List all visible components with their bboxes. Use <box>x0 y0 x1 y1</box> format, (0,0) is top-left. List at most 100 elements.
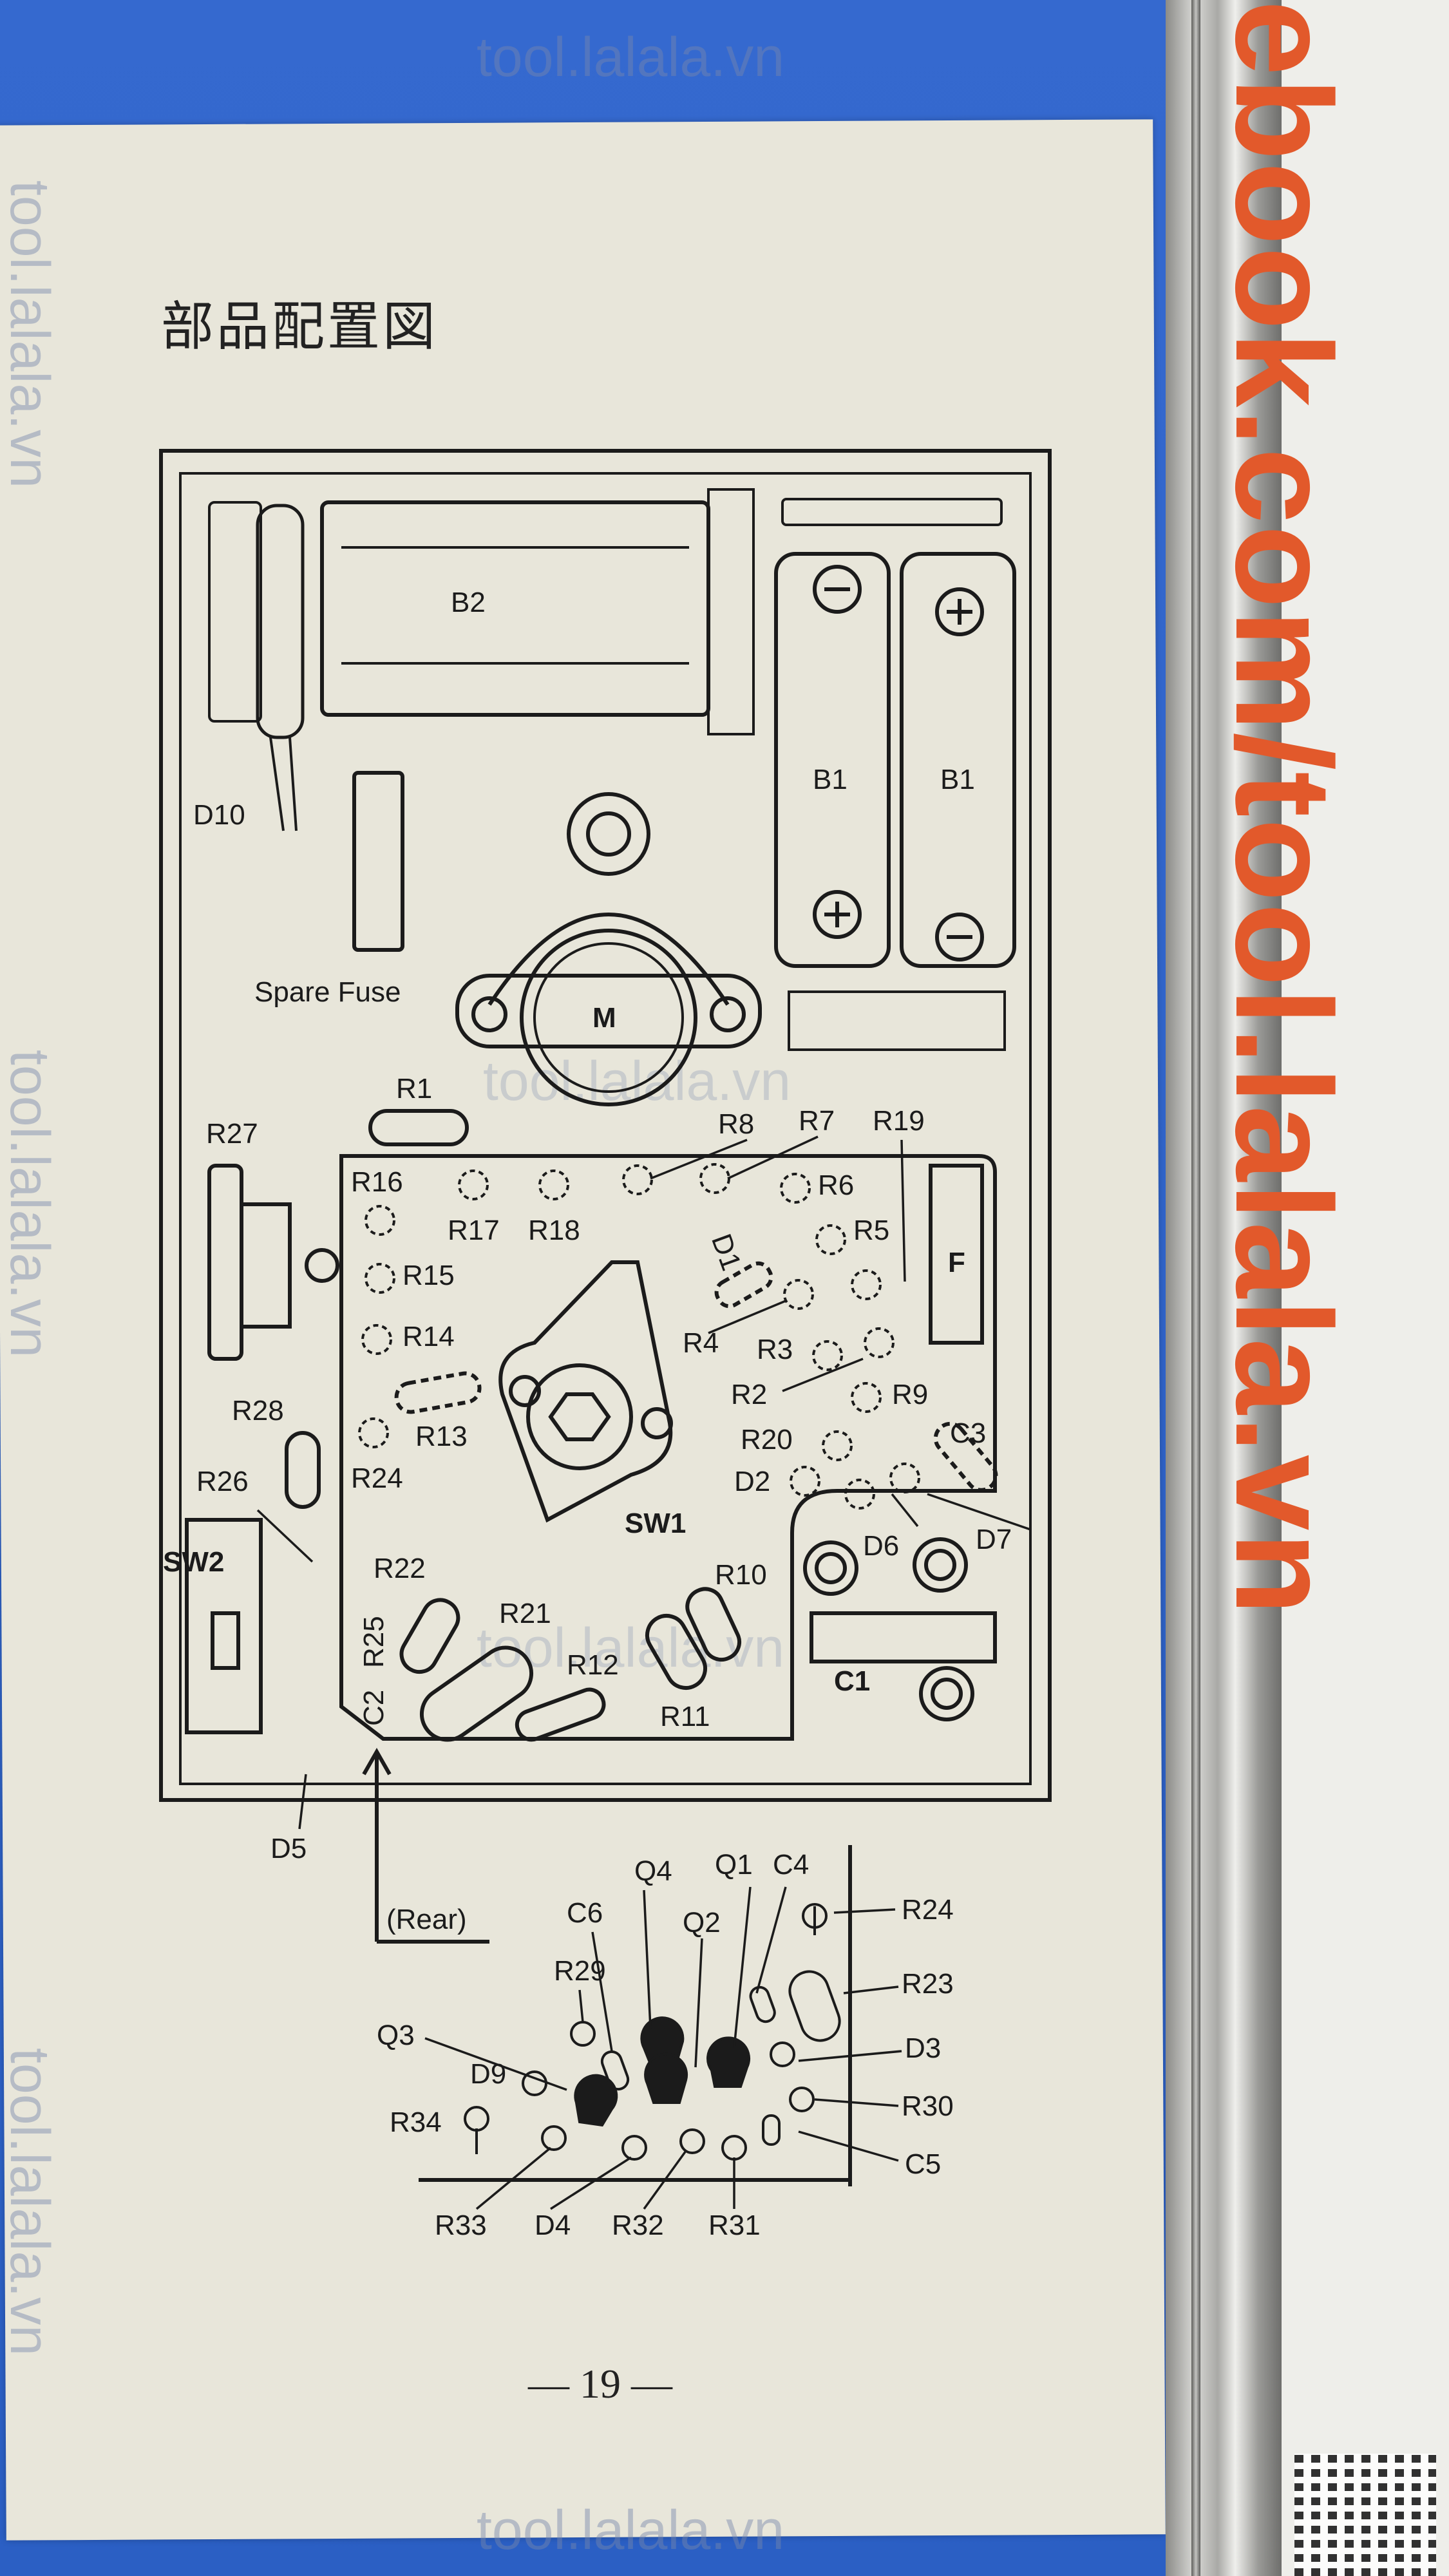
label-q4: Q4 <box>634 1855 672 1887</box>
label-r25: R25 <box>358 1616 390 1668</box>
resistor-r11 <box>645 1614 707 1690</box>
label-r6: R6 <box>818 1170 854 1201</box>
label-r34: R34 <box>390 2107 442 2138</box>
watermark-top: tool.lalala.vn <box>477 26 785 88</box>
watermark-bottom: tool.lalala.vn <box>477 2499 785 2561</box>
label-r12: R12 <box>567 1649 619 1681</box>
label-d9: D9 <box>470 2058 506 2090</box>
resistor-r12 <box>515 1687 606 1742</box>
label-q1: Q1 <box>715 1849 753 1880</box>
diode-d1 <box>714 1261 773 1309</box>
label-r20: R20 <box>741 1424 793 1455</box>
case-outline <box>159 449 1052 1802</box>
label-r30: R30 <box>902 2090 954 2122</box>
nut <box>919 1666 974 1721</box>
plus-icon <box>935 587 984 636</box>
qr-code-icon <box>1294 2454 1436 2576</box>
sidebar-strip <box>1282 0 1449 2576</box>
switch-sw2 <box>185 1518 263 1734</box>
label-b1: B1 <box>940 764 975 795</box>
label-q2: Q2 <box>683 1907 721 1938</box>
label-r28: R28 <box>232 1395 284 1426</box>
label-m: M <box>592 1002 616 1034</box>
label-r10: R10 <box>715 1559 767 1591</box>
label-d2: D2 <box>734 1466 770 1497</box>
resistor-r1 <box>368 1109 469 1146</box>
label-r24: R24 <box>351 1463 403 1494</box>
label-c5: C5 <box>905 2148 941 2180</box>
minus-icon <box>813 565 862 614</box>
label-r19: R19 <box>873 1105 925 1137</box>
label-f: F <box>948 1247 965 1278</box>
label-r11: R11 <box>660 1701 710 1732</box>
label-c2: C2 <box>358 1690 390 1726</box>
label-r7: R7 <box>799 1105 835 1137</box>
label-d10: D10 <box>193 799 245 831</box>
resistor-r28 <box>285 1431 321 1509</box>
transistor-q2 <box>644 2052 688 2104</box>
label-c6: C6 <box>567 1897 603 1929</box>
label-r22: R22 <box>374 1553 426 1584</box>
label-r16: R16 <box>351 1166 403 1198</box>
meter-mount <box>455 974 762 1048</box>
potentiometer-r27 <box>207 1164 243 1361</box>
label-r17: R17 <box>448 1215 500 1246</box>
capacitor-c1 <box>810 1611 997 1663</box>
resistor-r10 <box>685 1587 742 1662</box>
label-c3: C3 <box>950 1417 986 1449</box>
resistor-r22 <box>399 1598 460 1674</box>
battery-clip <box>208 501 262 723</box>
battery-b2 <box>320 500 710 717</box>
label-d3: D3 <box>905 2032 941 2064</box>
case-inner-outline <box>179 472 1032 1785</box>
label-sw1: SW1 <box>625 1508 686 1539</box>
spare-fuse <box>352 771 404 952</box>
label-rear: (Rear) <box>386 1904 467 1935</box>
label-r9: R9 <box>892 1379 928 1410</box>
label-b1: B1 <box>813 764 848 795</box>
plus-icon <box>813 890 862 939</box>
resistor-r13 <box>394 1371 482 1414</box>
label-spare-fuse: Spare Fuse <box>254 976 401 1008</box>
binder-rail <box>1166 0 1282 2576</box>
label-q3: Q3 <box>377 2020 415 2051</box>
nut <box>803 1540 858 1596</box>
label-d1: D1 <box>705 1230 747 1275</box>
label-r24-rear: R24 <box>902 1894 954 1926</box>
capacitor-c3 <box>933 1421 998 1492</box>
label-r1: R1 <box>396 1073 432 1104</box>
label-r8: R8 <box>718 1108 754 1140</box>
label-c4: C4 <box>773 1849 809 1880</box>
page-number: — 19 — <box>528 2361 672 2407</box>
label-sw2: SW2 <box>163 1546 224 1578</box>
label-r31: R31 <box>708 2210 761 2241</box>
transistor-q3 <box>574 2074 618 2127</box>
label-d6: D6 <box>863 1530 899 1562</box>
label-r5: R5 <box>853 1215 889 1246</box>
label-r4: R4 <box>683 1327 719 1359</box>
page-title: 部品配置図 <box>161 296 439 357</box>
transistor-q4 <box>640 2016 685 2065</box>
binder-groove <box>1191 0 1200 2576</box>
battery-b1-right <box>900 552 1016 968</box>
label-d7: D7 <box>976 1524 1012 1555</box>
label-r2: R2 <box>731 1379 767 1410</box>
diode-d10 <box>256 504 305 739</box>
minus-icon <box>935 913 984 961</box>
meter-m <box>520 929 697 1106</box>
battery-b1-left <box>774 552 891 968</box>
label-r26: R26 <box>196 1466 249 1497</box>
label-d4: D4 <box>535 2210 571 2241</box>
pcb-outline <box>339 1154 997 1741</box>
label-b2: B2 <box>451 587 486 618</box>
fuse-f <box>929 1164 984 1345</box>
transistor-q1 <box>706 2036 751 2088</box>
label-r23: R23 <box>902 1968 954 2000</box>
label-r13: R13 <box>415 1421 468 1452</box>
label-r27: R27 <box>206 1118 258 1150</box>
label-r21: R21 <box>499 1598 551 1629</box>
label-r18: R18 <box>528 1215 580 1246</box>
label-r32: R32 <box>612 2210 664 2241</box>
label-d5: D5 <box>270 1833 307 1864</box>
